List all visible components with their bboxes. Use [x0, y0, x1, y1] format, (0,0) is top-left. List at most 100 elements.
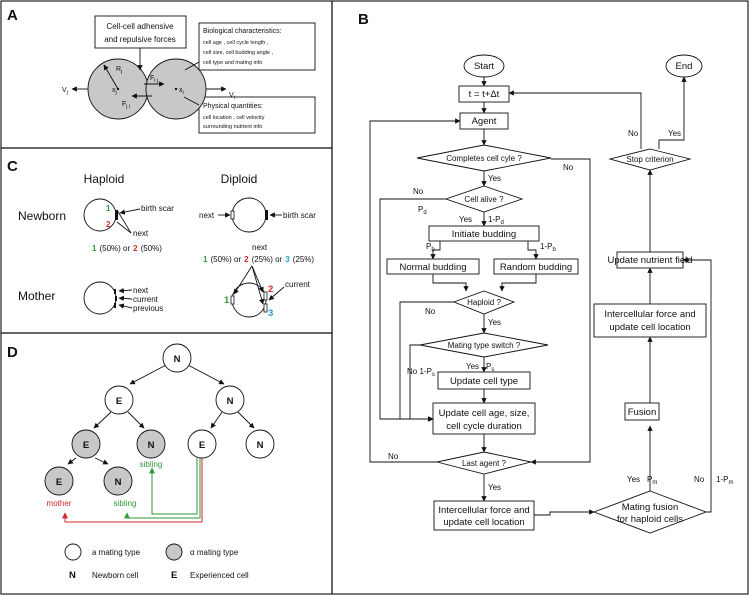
- mother-next: next: [133, 286, 149, 295]
- svg-text:1-Pd: 1-Pd: [488, 215, 504, 226]
- flow-update-type-label: Update cell type: [450, 376, 518, 387]
- dip-opt-1: 1: [203, 255, 208, 264]
- legend-e-symbol: E: [171, 570, 177, 581]
- edge-stop-yes: [658, 76, 687, 149]
- newborn-label: Newborn: [18, 209, 66, 223]
- tree-node-e3: [187, 429, 217, 459]
- mother-scar-3: [114, 303, 116, 308]
- label-rj: R: [116, 66, 121, 73]
- flow-nutrient: [616, 251, 684, 269]
- label-vj: V: [62, 87, 67, 94]
- panel-a: A Cell-cell adhensive and repulsive forc…: [7, 7, 316, 134]
- yes-completes: Yes: [488, 174, 501, 183]
- haploid-birth-scar: [115, 210, 118, 220]
- flow-normal-label: Normal budding: [399, 262, 466, 273]
- edge-root-left: [129, 364, 167, 385]
- mother-previous: previous: [133, 304, 163, 313]
- dip-m-site-1: [230, 295, 235, 305]
- center-j: [116, 87, 120, 91]
- svg-text:1-Pm: 1-Pm: [716, 475, 733, 486]
- yes-mating: Yes: [466, 362, 479, 371]
- label-xi: x: [179, 87, 183, 94]
- haploid-newborn-cell: [83, 198, 117, 232]
- tree-node-n2: [136, 429, 166, 459]
- phys-title: Physical quantities:: [203, 103, 263, 110]
- tree-node-root: [162, 343, 192, 373]
- edge-random-haploid: [499, 274, 537, 292]
- dip-opt-3: 3: [285, 255, 290, 264]
- svg-text:Rj: Rj: [116, 66, 122, 75]
- flow-mating-fusion-2: for haploid cells: [617, 514, 683, 525]
- tree-node-n1-label: N: [227, 396, 234, 407]
- flow-start-label: Start: [474, 61, 494, 72]
- svg-text:1(50%) or2(50%): 1(50%) or2(50%): [92, 244, 162, 253]
- flow-inter-right-1: Intercellular force and: [604, 309, 695, 320]
- pd-sub: d: [423, 210, 426, 216]
- dip-next-label: next: [252, 243, 268, 252]
- label-xj: x: [112, 87, 116, 94]
- label-fji-sub: j i: [125, 104, 130, 110]
- svg-text:1-Pb: 1-Pb: [540, 242, 556, 253]
- dip-m-arrow-2: [251, 265, 264, 293]
- flow-haploid-label: Haploid ?: [467, 298, 501, 307]
- svg-text:No 1-Ps: No 1-Ps: [407, 367, 435, 378]
- hap-site-2: 2: [106, 220, 111, 229]
- no-stop: No: [628, 129, 639, 138]
- radius-arrow: [103, 64, 119, 90]
- dip-next: next: [199, 211, 215, 220]
- mother-label-d: mother: [47, 499, 72, 508]
- pm-sub: m: [652, 480, 657, 486]
- haploid-mother-cell: [83, 281, 117, 315]
- hap-next-line-1: [116, 209, 132, 234]
- dip-m-site-3: [263, 303, 268, 313]
- flow-last: [436, 451, 532, 475]
- legend-a-swatch: [64, 543, 82, 561]
- flow-stop-label: Stop criterion: [626, 155, 673, 164]
- dip-m-1: 1: [224, 295, 230, 306]
- edge-mating-no: [409, 344, 434, 422]
- flow-normal: [386, 258, 480, 275]
- flow-inter-bottom: [433, 500, 535, 531]
- tree-node-n4: [103, 466, 133, 496]
- no-alive: No: [413, 187, 424, 196]
- legend-alpha-label: α mating type: [190, 548, 239, 557]
- bio-line-3: cell type and mating info: [203, 60, 262, 66]
- legend-a-label: a mating type: [92, 548, 141, 557]
- dip-current-pointer: [268, 286, 285, 301]
- diploid-heading: Diploid: [221, 172, 258, 186]
- dip-opt-1-pct: (50%) or: [210, 255, 241, 264]
- sibling-lineage-line-2: [149, 458, 198, 515]
- tree-node-n3: [245, 429, 275, 459]
- no-completes: No: [563, 163, 574, 172]
- hap-opt-2-pct: (50%): [141, 244, 163, 253]
- panel-d-letter: D: [7, 344, 18, 361]
- yes-last: Yes: [488, 483, 501, 492]
- label-rj-sub: j: [120, 69, 122, 75]
- flow-completes: [416, 144, 552, 172]
- edge-initiate-normal: [430, 241, 441, 260]
- flow-stop: [608, 148, 692, 171]
- pb-sub: b: [431, 247, 435, 253]
- label-vj-sub: j: [66, 90, 68, 96]
- edge-e1-left: [93, 411, 112, 429]
- sibling-label-1: sibling: [140, 460, 163, 469]
- edge-haploid-no: [399, 301, 454, 422]
- flow-agent: [459, 112, 509, 130]
- forces-box: [94, 15, 187, 49]
- dip-birth-scar: birth scar: [283, 211, 316, 220]
- flow-alive-label: Cell alive ?: [464, 195, 504, 204]
- flow-update-type: [437, 371, 531, 390]
- flow-fusion-label: Fusion: [628, 407, 657, 418]
- dip-current: current: [285, 280, 311, 289]
- forces-line-2: and repulsive forces: [104, 35, 176, 44]
- svg-text:xj: xj: [112, 87, 117, 96]
- dip-opt-2-pct: (25%) or: [252, 255, 283, 264]
- edge-e1-right: [127, 411, 145, 429]
- panel-b-letter: B: [358, 11, 369, 28]
- edge-stop-no: [508, 90, 642, 149]
- flow-inter-bottom-1: Intercellular force and: [438, 505, 529, 516]
- svg-text:1(50%) or2(25%) or3(25%): 1(50%) or2(25%) or3(25%): [203, 255, 314, 264]
- flow-end-label: End: [676, 61, 693, 72]
- flow-random-label: Random budding: [500, 262, 572, 273]
